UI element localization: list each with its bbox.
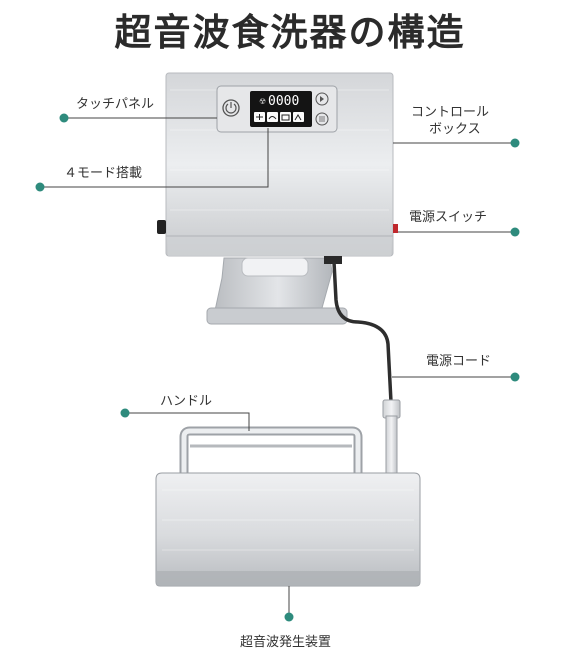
callout-dots bbox=[35, 113, 520, 622]
label-handle: ハンドル bbox=[160, 394, 213, 409]
touch-panel: ☢ 0000 bbox=[216, 85, 338, 133]
stand bbox=[206, 257, 348, 325]
label-control-box-line1: コントロール bbox=[411, 105, 490, 120]
dot-handle bbox=[120, 408, 130, 418]
dot-power-cord bbox=[510, 372, 520, 382]
label-mode4: ４モード搭載 bbox=[64, 166, 143, 181]
label-control-box-line2: ボックス bbox=[429, 122, 481, 137]
display-digits: 0000 bbox=[268, 94, 299, 109]
page-title: 超音波食洗器の構造 bbox=[114, 11, 466, 54]
play-pause-icon[interactable] bbox=[315, 92, 329, 106]
power-switch[interactable] bbox=[393, 224, 398, 233]
radiation-icon: ☢ bbox=[259, 97, 266, 106]
handle[interactable] bbox=[179, 426, 363, 475]
label-generator: 超音波発生装置 bbox=[240, 635, 332, 650]
dot-mode4 bbox=[35, 182, 45, 192]
power-cord bbox=[324, 256, 401, 477]
dot-touch-panel bbox=[59, 113, 69, 123]
mode-icons[interactable] bbox=[254, 112, 304, 122]
dot-generator bbox=[284, 612, 294, 622]
label-power-switch: 電源スイッチ bbox=[409, 210, 488, 225]
power-icon[interactable] bbox=[222, 99, 240, 117]
leader-lines bbox=[40, 117, 515, 617]
dot-control-box bbox=[510, 138, 520, 148]
label-touch-panel: タッチパネル bbox=[76, 97, 155, 112]
dot-power-switch bbox=[510, 227, 520, 237]
side-knob bbox=[157, 220, 166, 234]
menu-icon[interactable] bbox=[315, 112, 329, 126]
ultrasonic-generator bbox=[155, 472, 421, 587]
label-power-cord: 電源コード bbox=[426, 354, 492, 369]
